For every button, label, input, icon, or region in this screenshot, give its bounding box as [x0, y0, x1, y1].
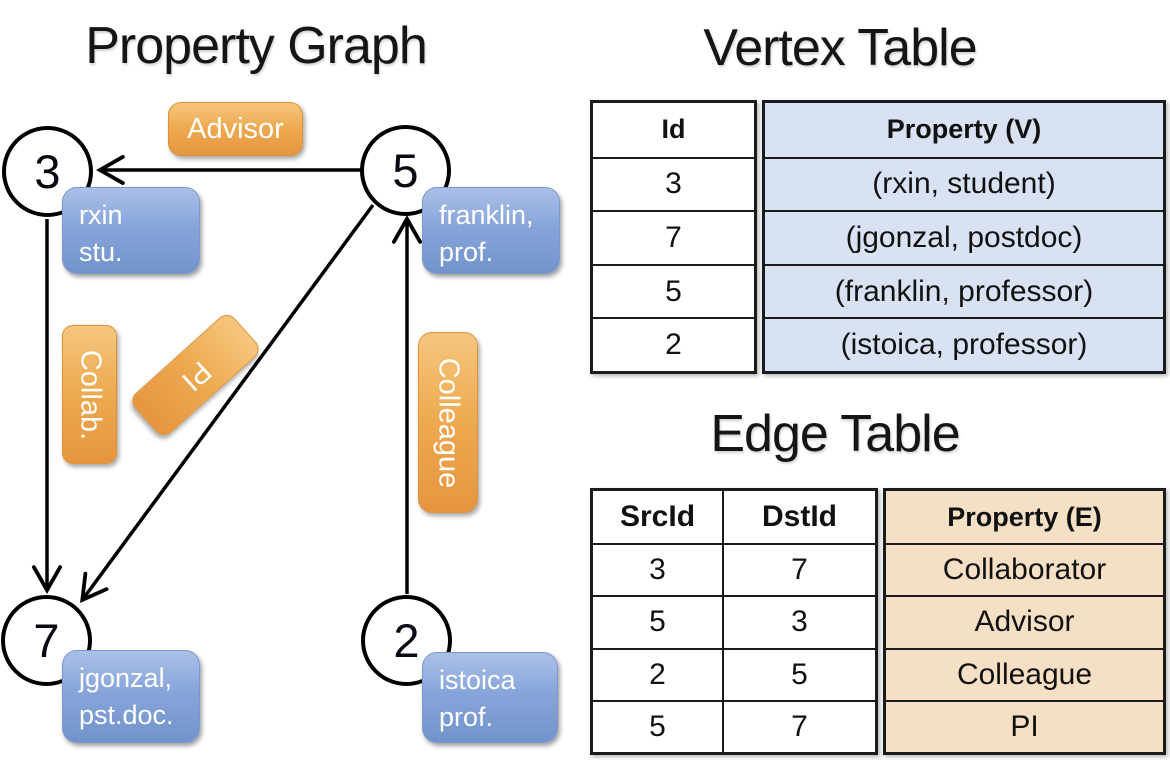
vertex-table-id-cell: 7: [593, 210, 754, 264]
edge-table-dst-cell: 5: [791, 657, 808, 691]
edge-table-src-cell: 3: [593, 545, 724, 596]
edge-label-collab: Collab.: [62, 325, 117, 464]
vertex-table-property-cell: (franklin, professor): [765, 263, 1163, 318]
vertex-property-line: prof.: [439, 237, 494, 268]
edge-label-collab-text: Collab.: [74, 349, 106, 440]
edge-label-pi-text: PI: [174, 354, 217, 397]
edge-table-dst-cell: 7: [791, 709, 808, 743]
vertex-table-property-column: Property (V) (rxin, student) (jgonzal, p…: [762, 100, 1166, 374]
edge-table-src-cell: 5: [593, 701, 724, 752]
vertex-node-3: 3: [2, 126, 93, 217]
edge-table-src-cell: 5: [593, 597, 724, 648]
vertex-table-header-property: Property (V): [886, 114, 1042, 145]
edge-line-pi-5-to-7: [80, 203, 375, 603]
edge-label-advisor-text: Advisor: [187, 112, 284, 145]
vertex-property-line: stu.: [79, 237, 123, 268]
vertex-property-box-franklin: franklin, prof.: [422, 187, 560, 274]
edge-table-property-cell: Colleague: [886, 647, 1163, 700]
vertex-table-title: Vertex Table: [703, 19, 977, 77]
vertex-property-box-jgonzal: jgonzal, pst.doc.: [62, 650, 200, 743]
vertex-table-id-cell: 5: [593, 263, 754, 318]
vertex-table-property-cell: (jgonzal, postdoc): [765, 210, 1163, 264]
vertex-node-3-id: 3: [34, 145, 61, 198]
vertex-property-line: istoica: [439, 665, 516, 695]
vertex-property-line: franklin,: [439, 200, 534, 230]
vertex-property-line: pst.doc.: [79, 700, 174, 731]
vertex-table-id-cell: 2: [593, 317, 754, 371]
vertex-table-header-id: Id: [661, 114, 686, 145]
edge-table-property-cell: Advisor: [886, 595, 1163, 647]
vertex-node-2-id: 2: [393, 614, 420, 667]
vertex-table-id-cell: 3: [593, 156, 754, 211]
vertex-table-property-cell: (istoica, professor): [765, 317, 1163, 371]
edge-table-src-cell: 2: [593, 649, 724, 700]
vertex-property-line: jgonzal,: [79, 663, 173, 693]
property-graph-title: Property Graph: [85, 17, 428, 75]
vertex-property-line: prof.: [439, 702, 494, 733]
edge-table-title: Edge Table: [710, 405, 960, 463]
vertex-property-box-istoica: istoica prof.: [422, 652, 558, 743]
vertex-property-box-rxin: rxin stu.: [62, 187, 200, 274]
edge-table-property-cell: Collaborator: [886, 543, 1163, 595]
edge-label-advisor: Advisor: [168, 102, 303, 156]
edge-table-dst-cell: 7: [791, 553, 808, 587]
edge-table-header-srcid: SrcId: [593, 491, 724, 544]
edge-label-colleague-text: Colleague: [432, 357, 465, 488]
edge-table-property-cell: PI: [886, 699, 1163, 752]
edge-table-property-column: Property (E) Collaborator Advisor Collea…: [883, 488, 1166, 755]
vertex-node-5-id: 5: [392, 144, 419, 197]
edge-table-id-columns: SrcId DstId 3 7 5 3 2 5 5 7: [590, 488, 878, 755]
vertex-property-line: rxin: [79, 200, 123, 230]
edge-table-header-property: Property (E): [947, 501, 1102, 532]
edge-label-colleague: Colleague: [418, 332, 478, 513]
edge-table-dst-cell: 3: [791, 605, 808, 639]
vertex-table-id-column: Id 3 7 5 2: [590, 100, 757, 374]
edge-table-header-dstid: DstId: [762, 500, 837, 534]
vertex-table-property-cell: (rxin, student): [765, 156, 1163, 211]
vertex-node-7-id: 7: [33, 614, 60, 667]
